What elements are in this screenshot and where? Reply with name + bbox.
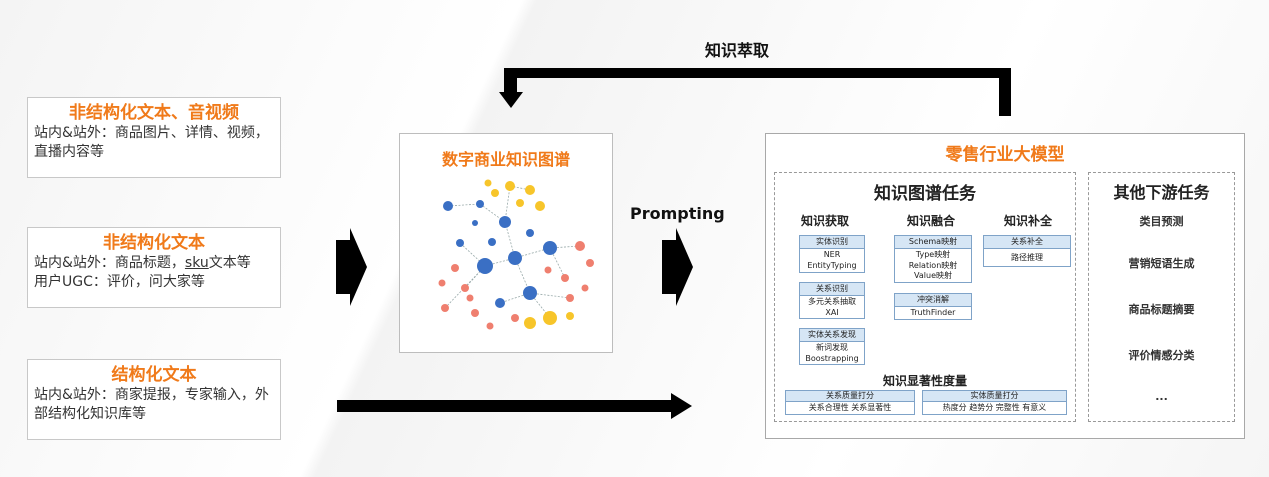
task-conflict-resolution: 冲突消解 TruthFinder: [894, 293, 972, 320]
task-body: Boostrapping: [805, 354, 859, 363]
graph-nodes-yellow: [484, 179, 574, 329]
source-title: 非结构化文本、音视频: [69, 103, 239, 123]
task-body: XAI: [825, 308, 839, 317]
task-entity-recognition: 实体识别 NER EntityTyping: [799, 235, 865, 273]
source-title: 非结构化文本: [103, 233, 205, 253]
arrow-structured-to-model: [337, 393, 692, 419]
task-head: 关系补全: [984, 236, 1070, 249]
salience-title: 知识显著性度量: [882, 374, 967, 388]
task-body: 新词发现: [816, 343, 848, 352]
knowledge-graph-panel: 数字商业知识图谱: [399, 133, 613, 353]
source-box-unstructured-text: 非结构化文本 站内&站外：商品标题，sku文本等 用户UGC：评价，问大家等: [27, 227, 281, 308]
task-head: 关系识别: [800, 283, 864, 296]
source-desc: 站内&站外：商品标题，sku文本等: [34, 254, 274, 273]
task-head: 冲突消解: [895, 294, 971, 307]
task-relation-quality: 关系质量打分 关系合理性 关系显著性: [785, 390, 915, 415]
arrow-to-model: [662, 228, 693, 306]
downstream-title: 其他下游任务: [1113, 183, 1210, 202]
task-head: 实体识别: [800, 236, 864, 249]
task-relation-completion: 关系补全 路径推理: [983, 235, 1071, 267]
task-head: 关系质量打分: [786, 391, 914, 402]
source-box-unstructured-media: 非结构化文本、音视频 站内&站外：商品图片、详情、视频，直播内容等: [27, 97, 281, 178]
task-body: TruthFinder: [910, 308, 956, 317]
fusion-title: 知识融合: [906, 214, 955, 228]
task-body: 热度分 趋势分 完整性 有意义: [942, 403, 1047, 412]
downstream-item: 商品标题摘要: [1128, 303, 1195, 316]
task-body: EntityTyping: [807, 261, 857, 270]
source-desc: 站内&站外：商家提报，专家输入，外部结构化知识库等: [34, 387, 269, 422]
retail-model-panel: 零售行业大模型 知识图谱任务 知识获取 实体识别 NER EntityTypin…: [765, 133, 1245, 439]
top-label: 知识萃取: [705, 41, 770, 60]
task-entity-relation-discovery: 实体关系发现 新词发现 Boostrapping: [799, 328, 865, 365]
downstream-item: 类目预测: [1139, 215, 1184, 228]
downstream-item: ...: [1155, 390, 1168, 403]
task-head: Schema映射: [895, 236, 971, 249]
feedback-arrow: [499, 68, 1011, 116]
downstream-item: 营销短语生成: [1128, 257, 1195, 270]
graph-nodes-blue: [443, 200, 557, 308]
task-body: 关系合理性 关系显著性: [808, 403, 892, 412]
task-body: NER: [823, 250, 841, 259]
task-head: 实体关系发现: [800, 329, 864, 342]
downstream-item: 评价情感分类: [1128, 349, 1195, 362]
task-body: Type映射: [915, 250, 951, 259]
task-relation-recognition: 关系识别 多元关系抽取 XAI: [799, 282, 865, 319]
kg-tasks-panel: 知识图谱任务 知识获取 实体识别 NER EntityTyping 关系识别 多…: [774, 172, 1076, 422]
task-entity-quality: 实体质量打分 热度分 趋势分 完整性 有意义: [922, 390, 1067, 415]
graph-nodes-red: [438, 241, 594, 330]
model-title: 零售行业大模型: [945, 145, 1065, 165]
source-title: 结构化文本: [111, 365, 197, 385]
downstream-panel: 其他下游任务 类目预测 营销短语生成 商品标题摘要 评价情感分类 ...: [1088, 172, 1235, 422]
source-desc-part: 文本等: [208, 255, 251, 271]
source-desc-part: 站内&站外：商品标题，: [34, 255, 185, 271]
task-body: 多元关系抽取: [808, 297, 856, 306]
complete-title: 知识补全: [1003, 214, 1052, 228]
task-body: 路径推理: [1011, 253, 1043, 262]
source-desc: 站内&站外：商品图片、详情、视频，直播内容等: [34, 125, 269, 160]
prompting-label: Prompting: [630, 204, 725, 223]
task-body: Value映射: [914, 271, 952, 280]
sku-text: sku: [184, 255, 209, 271]
task-head: 实体质量打分: [923, 391, 1066, 402]
arrow-to-kg: [336, 228, 367, 306]
kg-title: 数字商业知识图谱: [441, 150, 570, 169]
source-box-structured: 结构化文本 站内&站外：商家提报，专家输入，外部结构化知识库等: [27, 359, 281, 440]
task-schema-mapping: Schema映射 Type映射 Relation映射 Value映射: [894, 235, 972, 283]
task-body: Relation映射: [908, 261, 958, 270]
acquire-title: 知识获取: [800, 214, 849, 228]
source-desc-ugc: 用户UGC：评价，问大家等: [34, 274, 205, 290]
graph-illustration: [438, 179, 594, 330]
kg-tasks-title: 知识图谱任务: [874, 184, 976, 204]
